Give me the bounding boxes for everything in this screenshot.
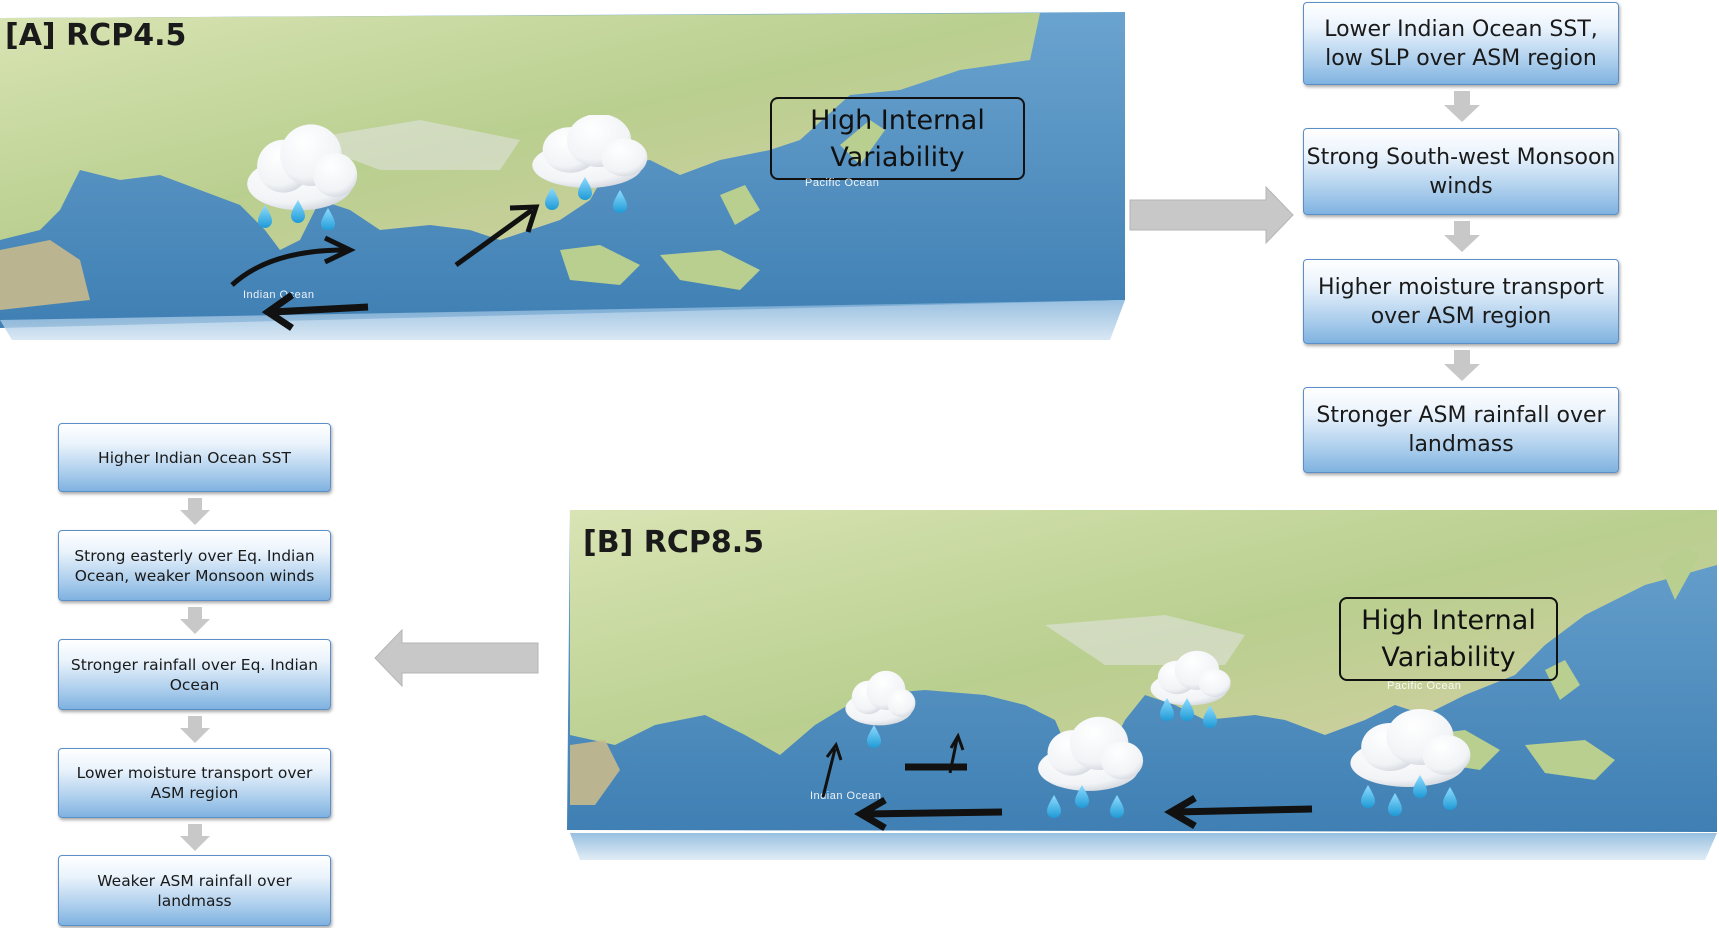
- flow-a-step-3: Higher moisture transport over ASM regio…: [1303, 259, 1619, 344]
- panel-b-variability-box: High Internal Variability: [1339, 597, 1558, 681]
- flow-a-step-1: Lower Indian Ocean SST, low SLP over ASM…: [1303, 2, 1619, 85]
- flow-arrow-icon: [180, 824, 210, 851]
- panel-a-variability-box: High Internal Variability: [770, 97, 1025, 180]
- indian-ocean-label: Indian Ocean: [243, 289, 315, 301]
- wind-arrow-icon: [821, 732, 1313, 832]
- flow-a-step-2: Strong South-west Monsoon winds: [1303, 128, 1619, 215]
- panel-a-title: [A] RCP4.5: [5, 18, 187, 53]
- flow-arrow-icon: [1444, 91, 1480, 122]
- panel-a-map: [0, 12, 1125, 340]
- flow-b-step-3: Stronger rainfall over Eq. Indian Ocean: [58, 639, 331, 710]
- flow-b-step-1: Higher Indian Ocean SST: [58, 423, 331, 492]
- flow-b-step-5: Weaker ASM rainfall over landmass: [58, 855, 331, 926]
- flow-arrow-icon: [180, 716, 210, 743]
- pacific-ocean-label: Pacific Ocean: [1387, 680, 1462, 692]
- flow-arrow-icon: [1129, 185, 1294, 245]
- panel-b-title: [B] RCP8.5: [583, 525, 764, 560]
- flow-b-step-2: Strong easterly over Eq. Indian Ocean, w…: [58, 530, 331, 601]
- pacific-ocean-label: Pacific Ocean: [805, 177, 880, 189]
- flow-arrow-icon: [180, 498, 210, 525]
- flow-arrow-icon: [374, 628, 539, 688]
- flow-b-step-4: Lower moisture transport over ASM region: [58, 748, 331, 818]
- panel-b-rcp85: [B] RCP8.5 High Internal Variability Ind…: [565, 505, 1719, 865]
- flow-arrow-icon: [1444, 221, 1480, 252]
- indian-ocean-label: Indian Ocean: [810, 790, 882, 802]
- wind-arrow-icon: [230, 204, 540, 331]
- flow-a-step-4: Stronger ASM rainfall over landmass: [1303, 387, 1619, 473]
- flow-arrow-icon: [180, 607, 210, 634]
- flow-arrow-icon: [1444, 350, 1480, 381]
- panel-a-rcp45: [A] RCP4.5 High Internal Variability Ind…: [0, 0, 1130, 340]
